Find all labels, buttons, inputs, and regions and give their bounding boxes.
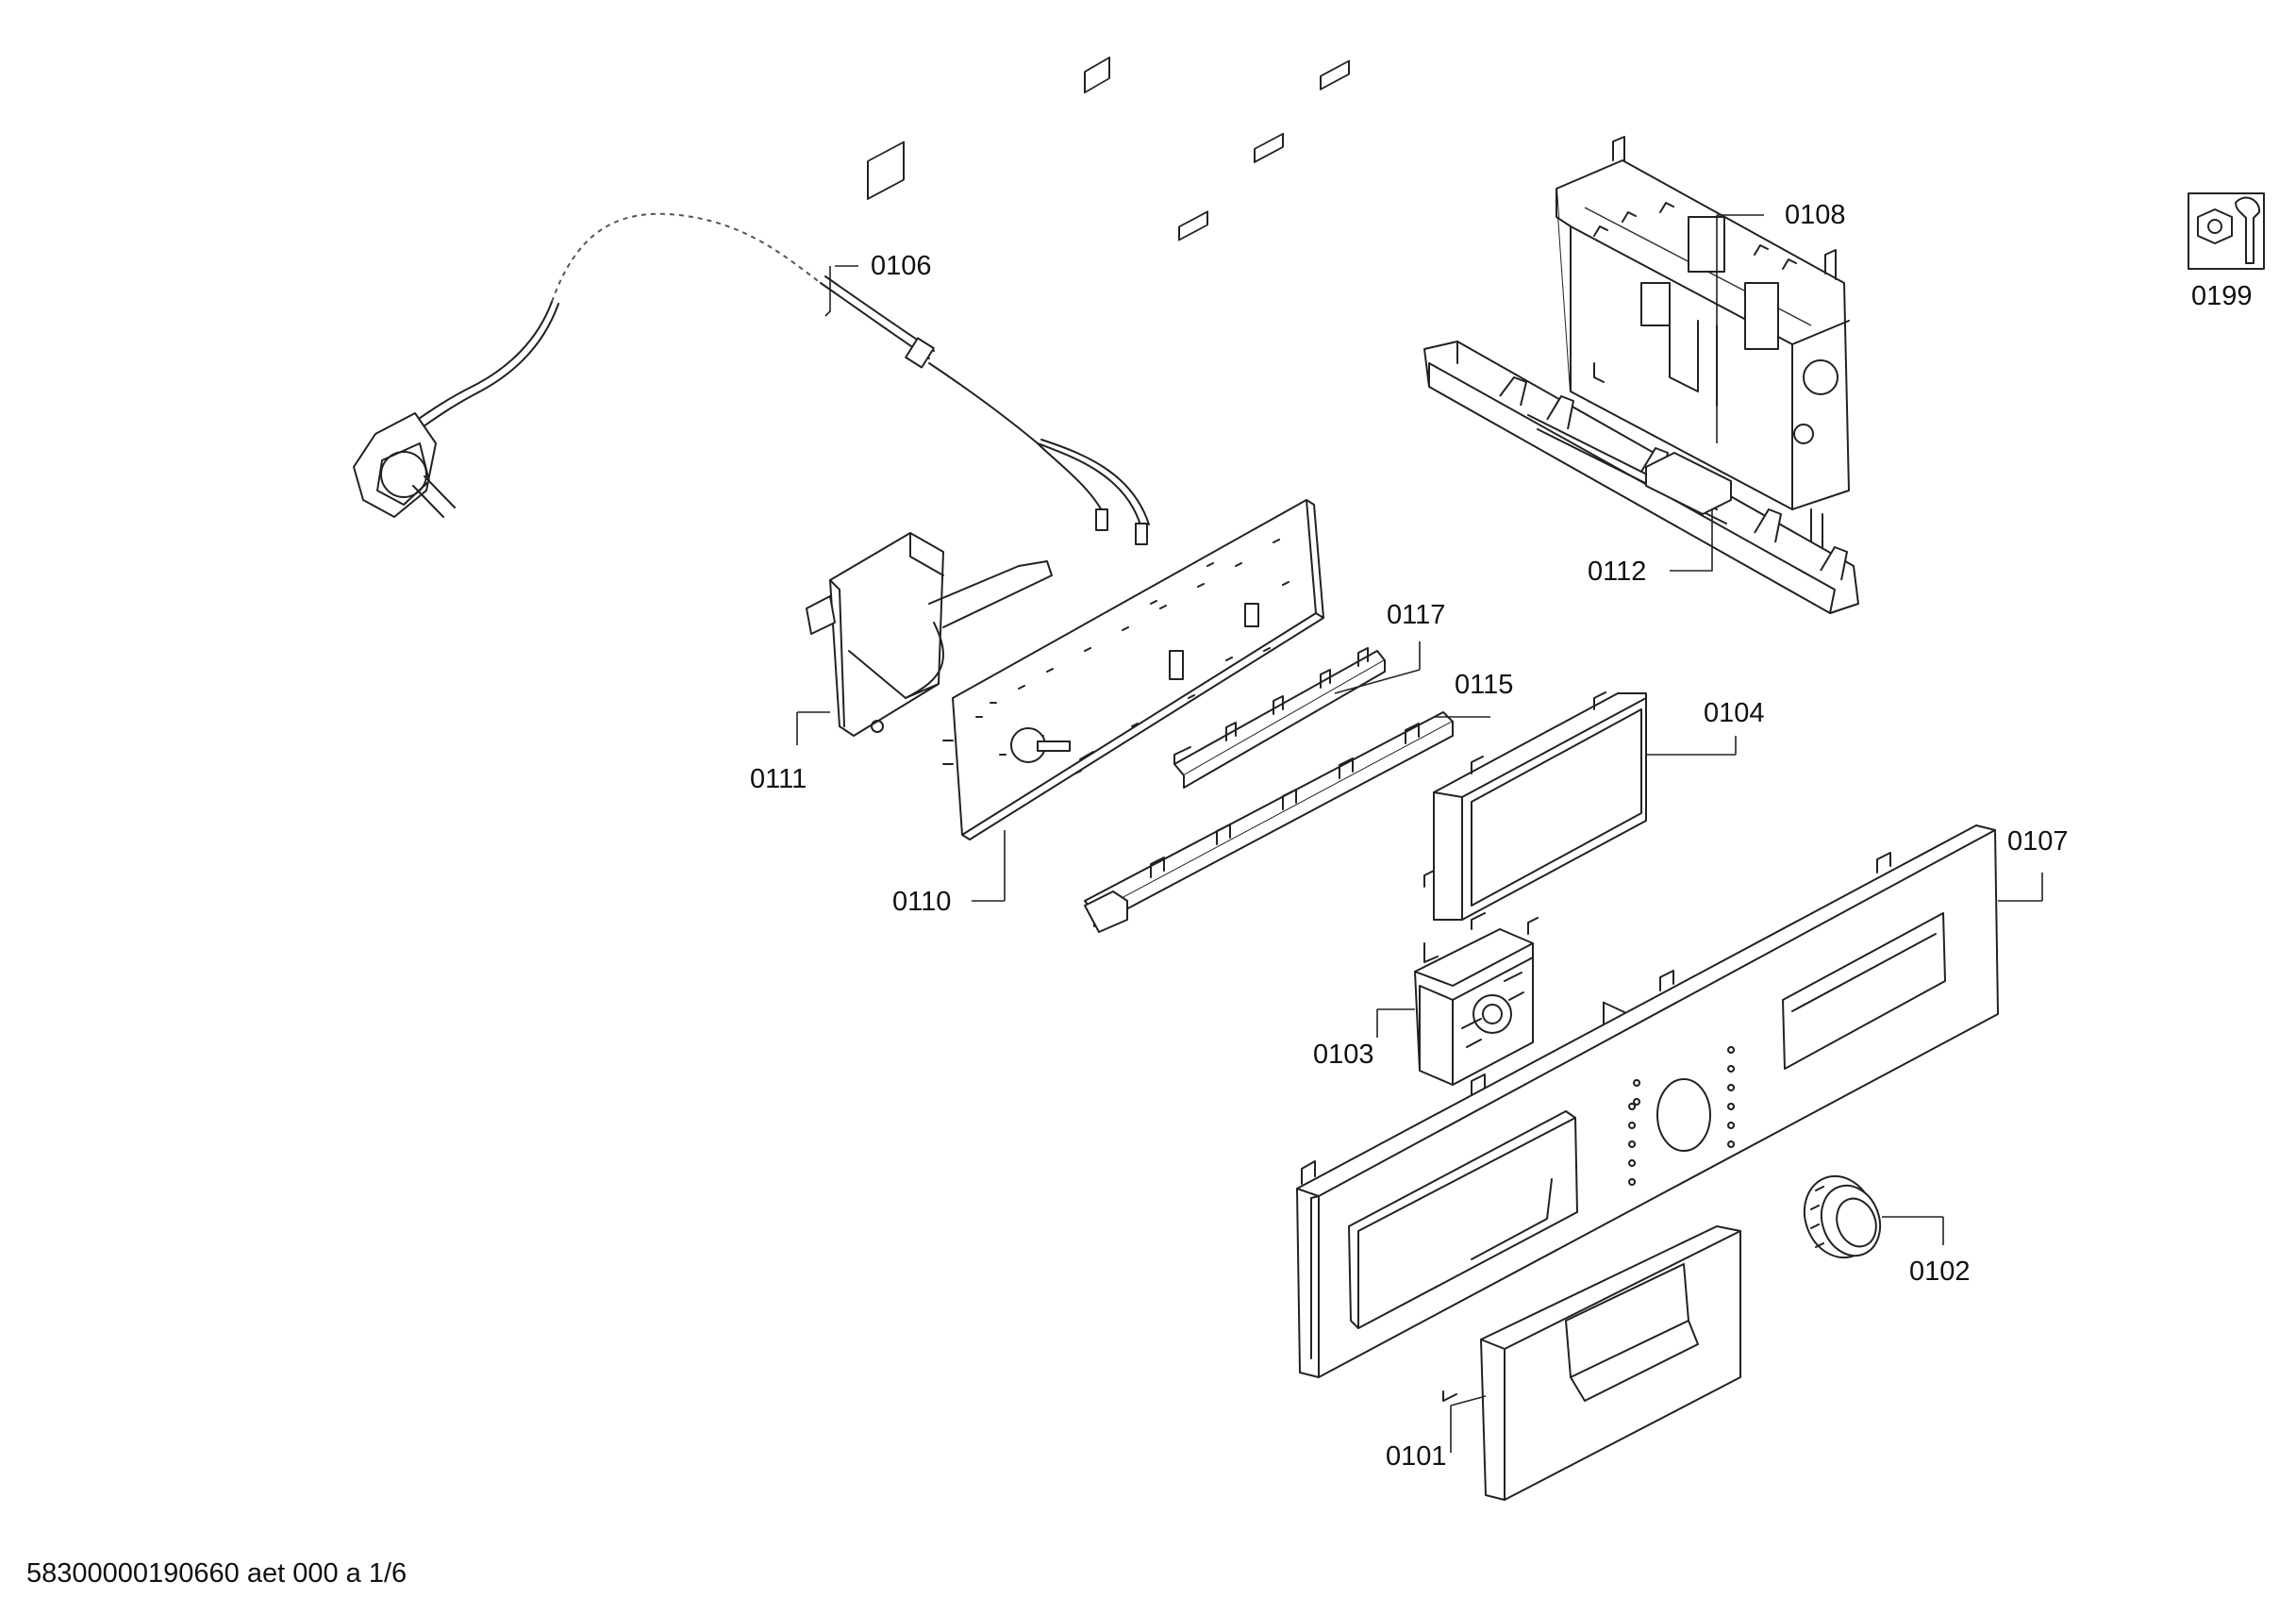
label-0115: 0115: [1455, 670, 1514, 700]
cable-tray-part: [1423, 341, 1859, 614]
label-0108: 0108: [1785, 200, 1846, 230]
control-panel-fascia-part: [1296, 824, 1999, 1402]
display-window-part: [1423, 691, 1647, 921]
label-0102: 0102: [1909, 1256, 1971, 1287]
button-strip-part: [1084, 59, 1454, 933]
drawer-handle-part: [1480, 1225, 1741, 1501]
label-0107: 0107: [2007, 826, 2069, 857]
drawing-reference-footer: 58300000190660 aet 000 a 1/6: [26, 1558, 408, 1589]
label-0117: 0117: [1387, 600, 1446, 630]
label-0103: 0103: [1313, 1040, 1374, 1070]
label-0106: 0106: [871, 251, 932, 281]
label-0101: 0101: [1386, 1441, 1447, 1472]
power-cord-part: [353, 212, 1150, 545]
light-guide-part: [1173, 647, 1386, 789]
bracket-part: [806, 141, 1053, 737]
service-kit-icon: [2188, 192, 2265, 270]
pcb-board-part: [942, 56, 1324, 840]
label-0110: 0110: [892, 887, 952, 917]
selector-module-part: [1414, 912, 1539, 1086]
knob-part: [1803, 1174, 1882, 1259]
label-0199: 0199: [2191, 281, 2253, 311]
leader-lines: [796, 214, 2043, 1453]
label-0111: 0111: [750, 764, 807, 794]
label-0104: 0104: [1704, 698, 1765, 728]
label-0112: 0112: [1588, 557, 1647, 587]
